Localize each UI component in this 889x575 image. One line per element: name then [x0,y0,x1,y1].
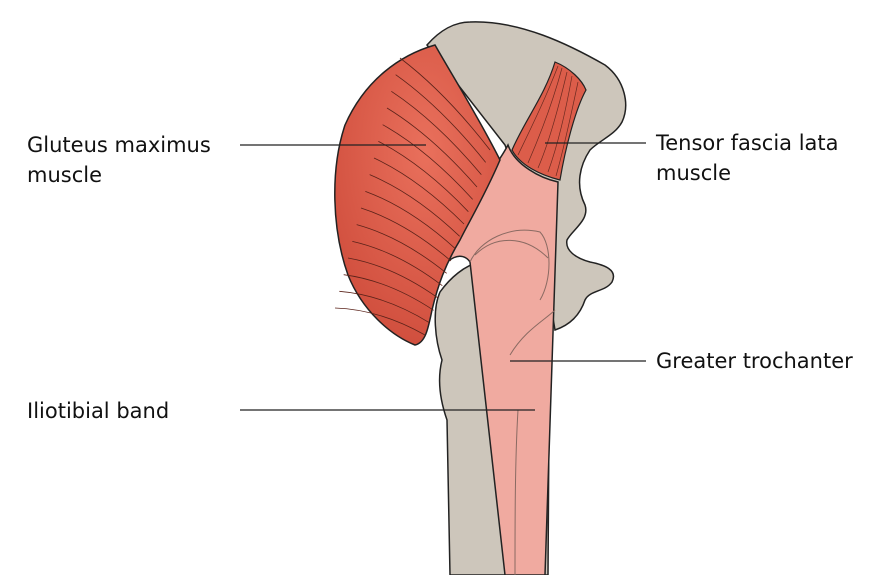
label-line: Tensor fascia lata [656,131,839,155]
muscle-fiber [365,190,456,249]
tensor-fascia-lata-shape [511,61,587,181]
trochanter-contour [469,229,556,575]
muscle-fiber [378,140,469,212]
muscle-fiber [352,240,443,286]
label-line: muscle [27,163,103,187]
muscle-fiber [360,207,452,262]
muscle-fiber [343,274,434,311]
muscle-fiber [391,90,482,175]
muscle-fiber [356,224,447,274]
iliotibial-band-label: Iliotibial band [27,399,170,423]
muscle-fiber [373,157,465,225]
greater-trochanter-label: Greater trochanter [656,349,853,373]
muscle-fiber [382,124,473,200]
gluteus-fibers [334,57,491,336]
gluteus-maximus-label: Gluteus maximus muscle [27,130,211,190]
gluteus-maximus-shape [334,44,501,346]
label-line: Gluteus maximus [27,133,211,157]
muscle-fiber [399,57,491,151]
leader-lines [240,142,646,411]
muscle-fiber [339,290,430,324]
muscle-fiber [347,257,439,299]
muscle-fiber [334,307,426,336]
muscle-fiber [395,74,486,163]
muscle-fiber [369,174,460,237]
muscle-fiber [386,107,478,188]
tensor-fascia-lata-label: Tensor fascia lata muscle [656,128,839,188]
label-line: muscle [656,161,732,185]
tensor-fibers [517,65,579,177]
